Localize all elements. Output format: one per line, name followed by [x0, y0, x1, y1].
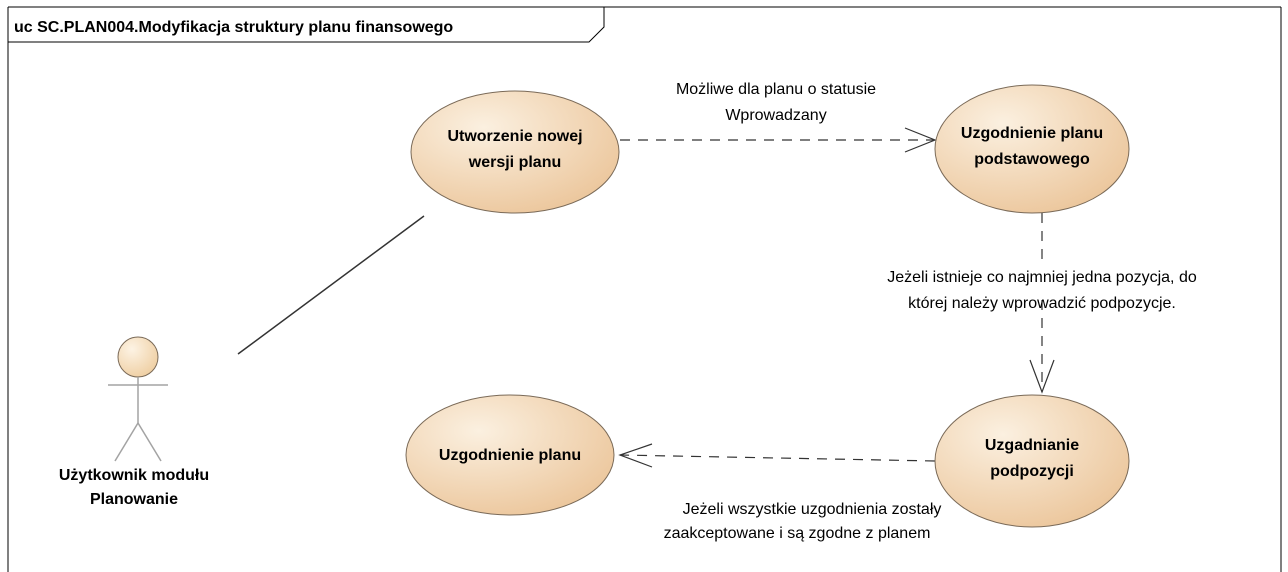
relation-note: Możliwe dla planu o statusie — [676, 81, 876, 98]
frame-title: uc SC.PLAN004.Modyfikacja struktury plan… — [14, 19, 453, 36]
use-case-label: Uzgodnienie planu — [439, 447, 581, 464]
use-case-subpositions[interactable]: Uzgadnianie podpozycji — [934, 394, 1130, 528]
actor-leg-left — [114, 422, 139, 462]
use-case-label: podpozycji — [990, 463, 1074, 480]
use-case-plan-approval[interactable]: Uzgodnienie planu — [405, 394, 615, 516]
actor[interactable]: Użytkownik modułu Planowanie — [59, 336, 209, 508]
actor-label: Planowanie — [90, 491, 178, 508]
use-case-label: Uzgodnienie planu — [961, 125, 1103, 142]
relation-note: Jeżeli istnieje co najmniej jedna pozycj… — [887, 269, 1197, 286]
actor-head — [117, 336, 159, 378]
use-case-label: Utworzenie nowej — [447, 128, 582, 145]
use-case-label: podstawowego — [974, 151, 1090, 168]
open-arrowhead — [618, 443, 653, 468]
use-case-base-plan[interactable]: Uzgodnienie planu podstawowego — [934, 84, 1130, 214]
use-case-label: Uzgadnianie — [985, 437, 1079, 454]
open-arrowhead — [904, 127, 937, 153]
relation-sub-to-approval[interactable] — [618, 443, 936, 468]
diagram-frame: uc SC.PLAN004.Modyfikacja struktury plan… — [7, 6, 1282, 572]
relation-new-to-base[interactable] — [620, 127, 937, 153]
relation-note: zaakceptowane i są zgodne z planem — [664, 525, 931, 542]
relation-base-to-sub[interactable] — [1029, 213, 1055, 394]
association-line[interactable] — [237, 215, 425, 355]
open-arrowhead — [1029, 359, 1055, 394]
relation-note: Wprowadzany — [725, 107, 826, 124]
frame-title-tab — [8, 7, 605, 43]
use-case-label: wersji planu — [468, 154, 561, 171]
relation-note: której należy wprowadzić podpozycje. — [908, 295, 1176, 312]
actor-label: Użytkownik modułu — [59, 467, 209, 484]
use-case-new-version[interactable]: Utworzenie nowej wersji planu — [410, 90, 620, 214]
actor-leg-right — [137, 422, 162, 462]
relation-note: Jeżeli wszystkie uzgodnienia zostały — [683, 501, 942, 518]
